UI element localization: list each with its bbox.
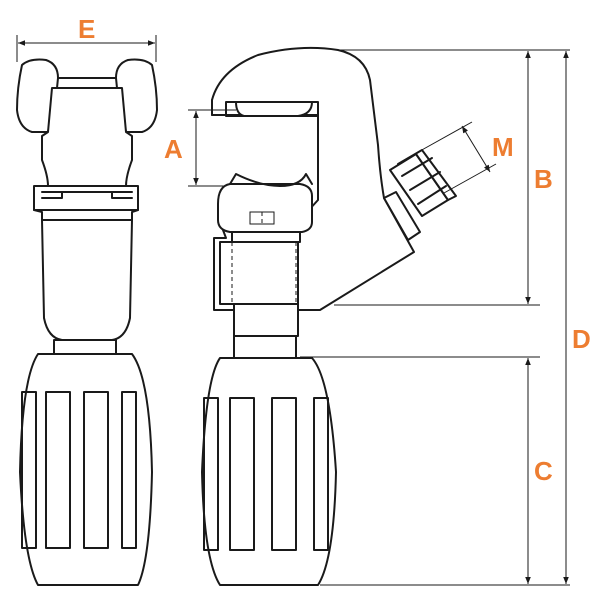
side-shaft (231, 231, 301, 243)
dimension-labels: E A M B D C (78, 14, 591, 486)
label-c: C (534, 456, 553, 486)
label-d: D (572, 324, 591, 354)
front-view (16, 35, 158, 586)
dimension-lines (18, 40, 570, 586)
upper-jaw (235, 101, 313, 117)
front-cylinder (41, 219, 133, 341)
side-view (201, 46, 457, 586)
front-handle (19, 353, 153, 586)
label-a: A (164, 134, 183, 164)
screw-bolt (383, 149, 457, 241)
lower-jaw (217, 183, 313, 233)
label-b: B (534, 164, 553, 194)
label-e: E (78, 14, 95, 44)
label-m: M (492, 132, 514, 162)
